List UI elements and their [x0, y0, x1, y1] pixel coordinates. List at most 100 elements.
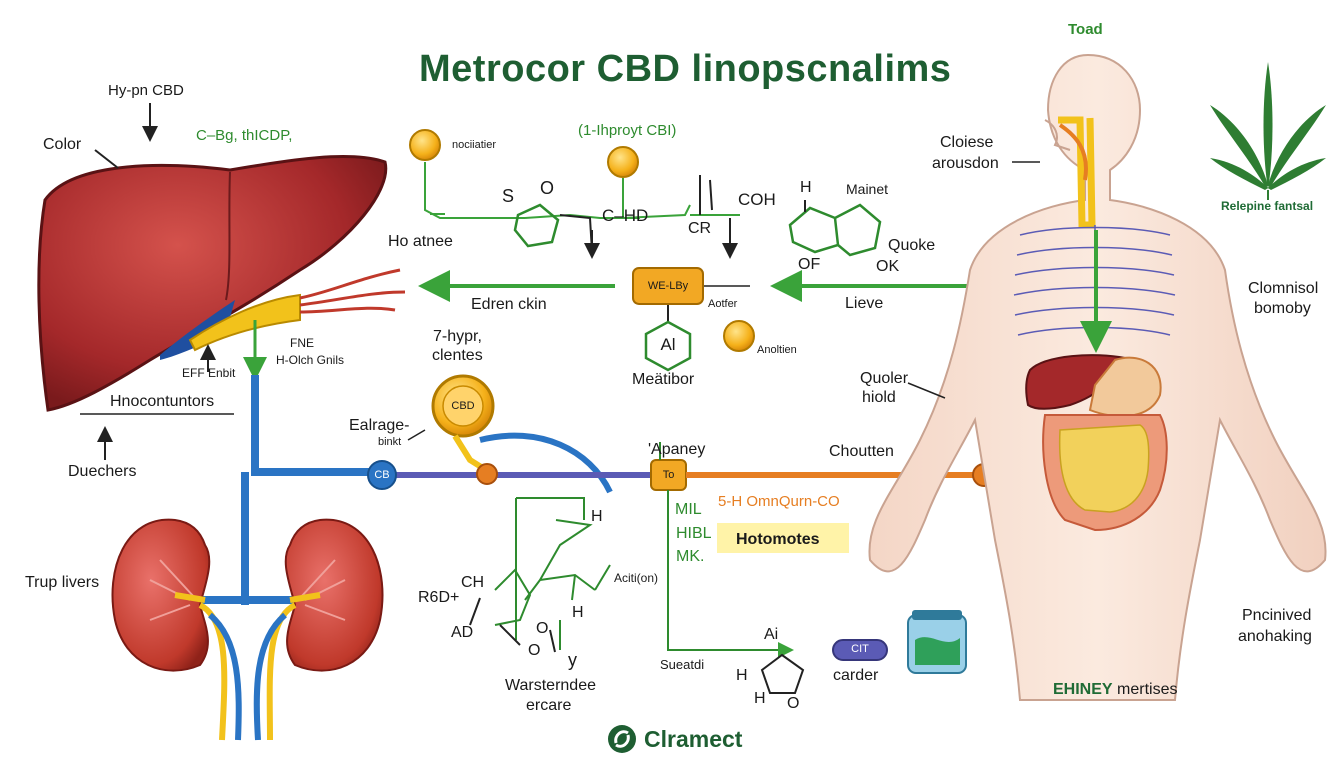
label-mainet: Mainet — [846, 181, 889, 197]
green-bracket — [424, 162, 740, 220]
label-toad: Toad — [1068, 21, 1103, 38]
label-hotomotes: Hotomotes — [736, 531, 820, 548]
al-hexagon — [644, 320, 692, 372]
ealrage-pointer — [407, 429, 426, 441]
label-fne: FNE — [290, 336, 314, 350]
label-h-mid: H — [591, 508, 603, 525]
intestines — [1042, 414, 1168, 532]
label-bomoby: bomoby — [1254, 300, 1311, 317]
orange-node-mid — [476, 463, 498, 485]
label-s: S — [502, 186, 515, 206]
label-acition: Aciti(on) — [614, 571, 659, 585]
sueatdi-arrow — [667, 565, 794, 658]
label-hyp-cbd: Hy-pn CBD — [108, 82, 184, 99]
label-h-low: H — [754, 690, 766, 707]
label-relepine: Relepine fantsal — [1221, 199, 1314, 213]
label-hnocontuntors: Hnocontuntors — [110, 393, 215, 410]
center-box-label: WE-LBy — [647, 280, 689, 292]
body-liver — [1025, 354, 1127, 410]
label-anoltien: Anoltien — [757, 344, 797, 356]
anoltien-ball — [723, 320, 755, 352]
label-ad: AD — [451, 624, 474, 641]
label-clentes: clentes — [432, 347, 483, 364]
label-clomnisol: Clomnisol — [1248, 280, 1319, 297]
label-anohaking: anohaking — [1238, 628, 1312, 645]
label-o-low: O — [787, 695, 800, 712]
label-quoke: Quoke — [888, 237, 936, 254]
label-c-bg: C–Bg, thICDP, — [196, 127, 293, 144]
top-ball-1 — [409, 129, 441, 161]
label-nociiatier: nociiatier — [452, 139, 497, 151]
cannabis-leaf-icon — [1210, 62, 1326, 200]
to-box-label: To — [662, 469, 675, 481]
label-ehinney: EHINEY — [1053, 681, 1113, 698]
label-mk: MK. — [676, 548, 705, 565]
bottom-molecule — [494, 497, 611, 650]
cb-node-label: CB — [374, 469, 390, 481]
apaney-to-box-lines — [659, 442, 669, 565]
label-apaney: 'Apaney — [648, 441, 706, 458]
label-of: OF — [798, 256, 821, 273]
label-r6d: R6D+ — [418, 589, 460, 606]
page-title: Metrocor CBD linopscnalims — [419, 48, 952, 90]
label-color: Color — [43, 136, 82, 153]
gallbladder-duct — [188, 268, 406, 352]
label-o-1: O — [536, 620, 549, 637]
label-h-left: H — [736, 667, 748, 684]
color-pointer — [94, 149, 119, 169]
pill-label: CIT — [851, 643, 869, 655]
label-lieve: Lieve — [845, 295, 884, 312]
label-ok: OK — [876, 258, 900, 275]
label-duechers: Duechers — [68, 463, 137, 480]
brand-logo: Clramect — [606, 722, 742, 756]
label-o-2: O — [528, 642, 541, 659]
label-cr: CR — [688, 220, 712, 237]
left-kidney — [111, 518, 211, 672]
label-binkt: binkt — [378, 436, 402, 448]
label-c-hd: C–HD — [602, 206, 649, 225]
label-o: O — [540, 178, 555, 198]
label-trup-livers: Trup livers — [25, 574, 100, 591]
logo-icon — [608, 725, 636, 753]
label-ehinney-line: EHINEY mertises — [1053, 681, 1177, 699]
jar — [907, 610, 967, 674]
label-ai: Ai — [764, 626, 779, 643]
label-sueatdi: Sueatdi — [660, 657, 705, 672]
esophagus — [1058, 116, 1096, 229]
label-7-hypr: 7-hypr, — [433, 328, 482, 345]
label-mil: MIL — [675, 501, 702, 518]
blue-arc — [479, 432, 613, 494]
label-h-b: H — [572, 604, 584, 621]
label-cloiese: Cloiese — [940, 134, 994, 151]
label-edren-ckin: Edren ckin — [471, 296, 547, 313]
label-al: Al — [660, 335, 676, 354]
label-carder: carder — [833, 667, 879, 684]
label-warsterndee: Warsterndee — [505, 677, 596, 694]
ureters — [174, 592, 321, 741]
label-ch: CH — [461, 574, 485, 591]
label-choutten: Choutten — [829, 443, 894, 460]
stomach — [1088, 356, 1162, 418]
bottom-black-strokes — [469, 597, 556, 653]
label-h-olch: H-Olch Gnils — [276, 353, 345, 367]
pentagon-ring — [760, 653, 805, 694]
label-y: y — [568, 650, 577, 670]
label-arousdon: arousdon — [932, 155, 999, 172]
label-hpropyl: (1-Ihproyt CBI) — [578, 122, 677, 139]
label-hibl: HIBL — [676, 525, 712, 542]
hex-ring-2 — [788, 203, 882, 257]
black-strokes-top — [559, 175, 806, 253]
label-pncinived: Pncinived — [1242, 607, 1312, 624]
label-h-top: H — [800, 179, 812, 196]
hex-ring-1 — [513, 203, 560, 248]
logo-text: Clramect — [644, 725, 743, 752]
top-ball-2 — [607, 146, 639, 178]
label-eff-enbit: EFF Enbit — [182, 366, 236, 380]
center-box — [632, 267, 704, 305]
label-aotfer: Aotfer — [708, 298, 738, 310]
label-hiold: hiold — [862, 389, 896, 406]
label-ercare: ercare — [526, 697, 572, 714]
label-ho-atnee: Ho atnee — [388, 233, 453, 250]
label-metabior: Meätibor — [632, 371, 695, 388]
